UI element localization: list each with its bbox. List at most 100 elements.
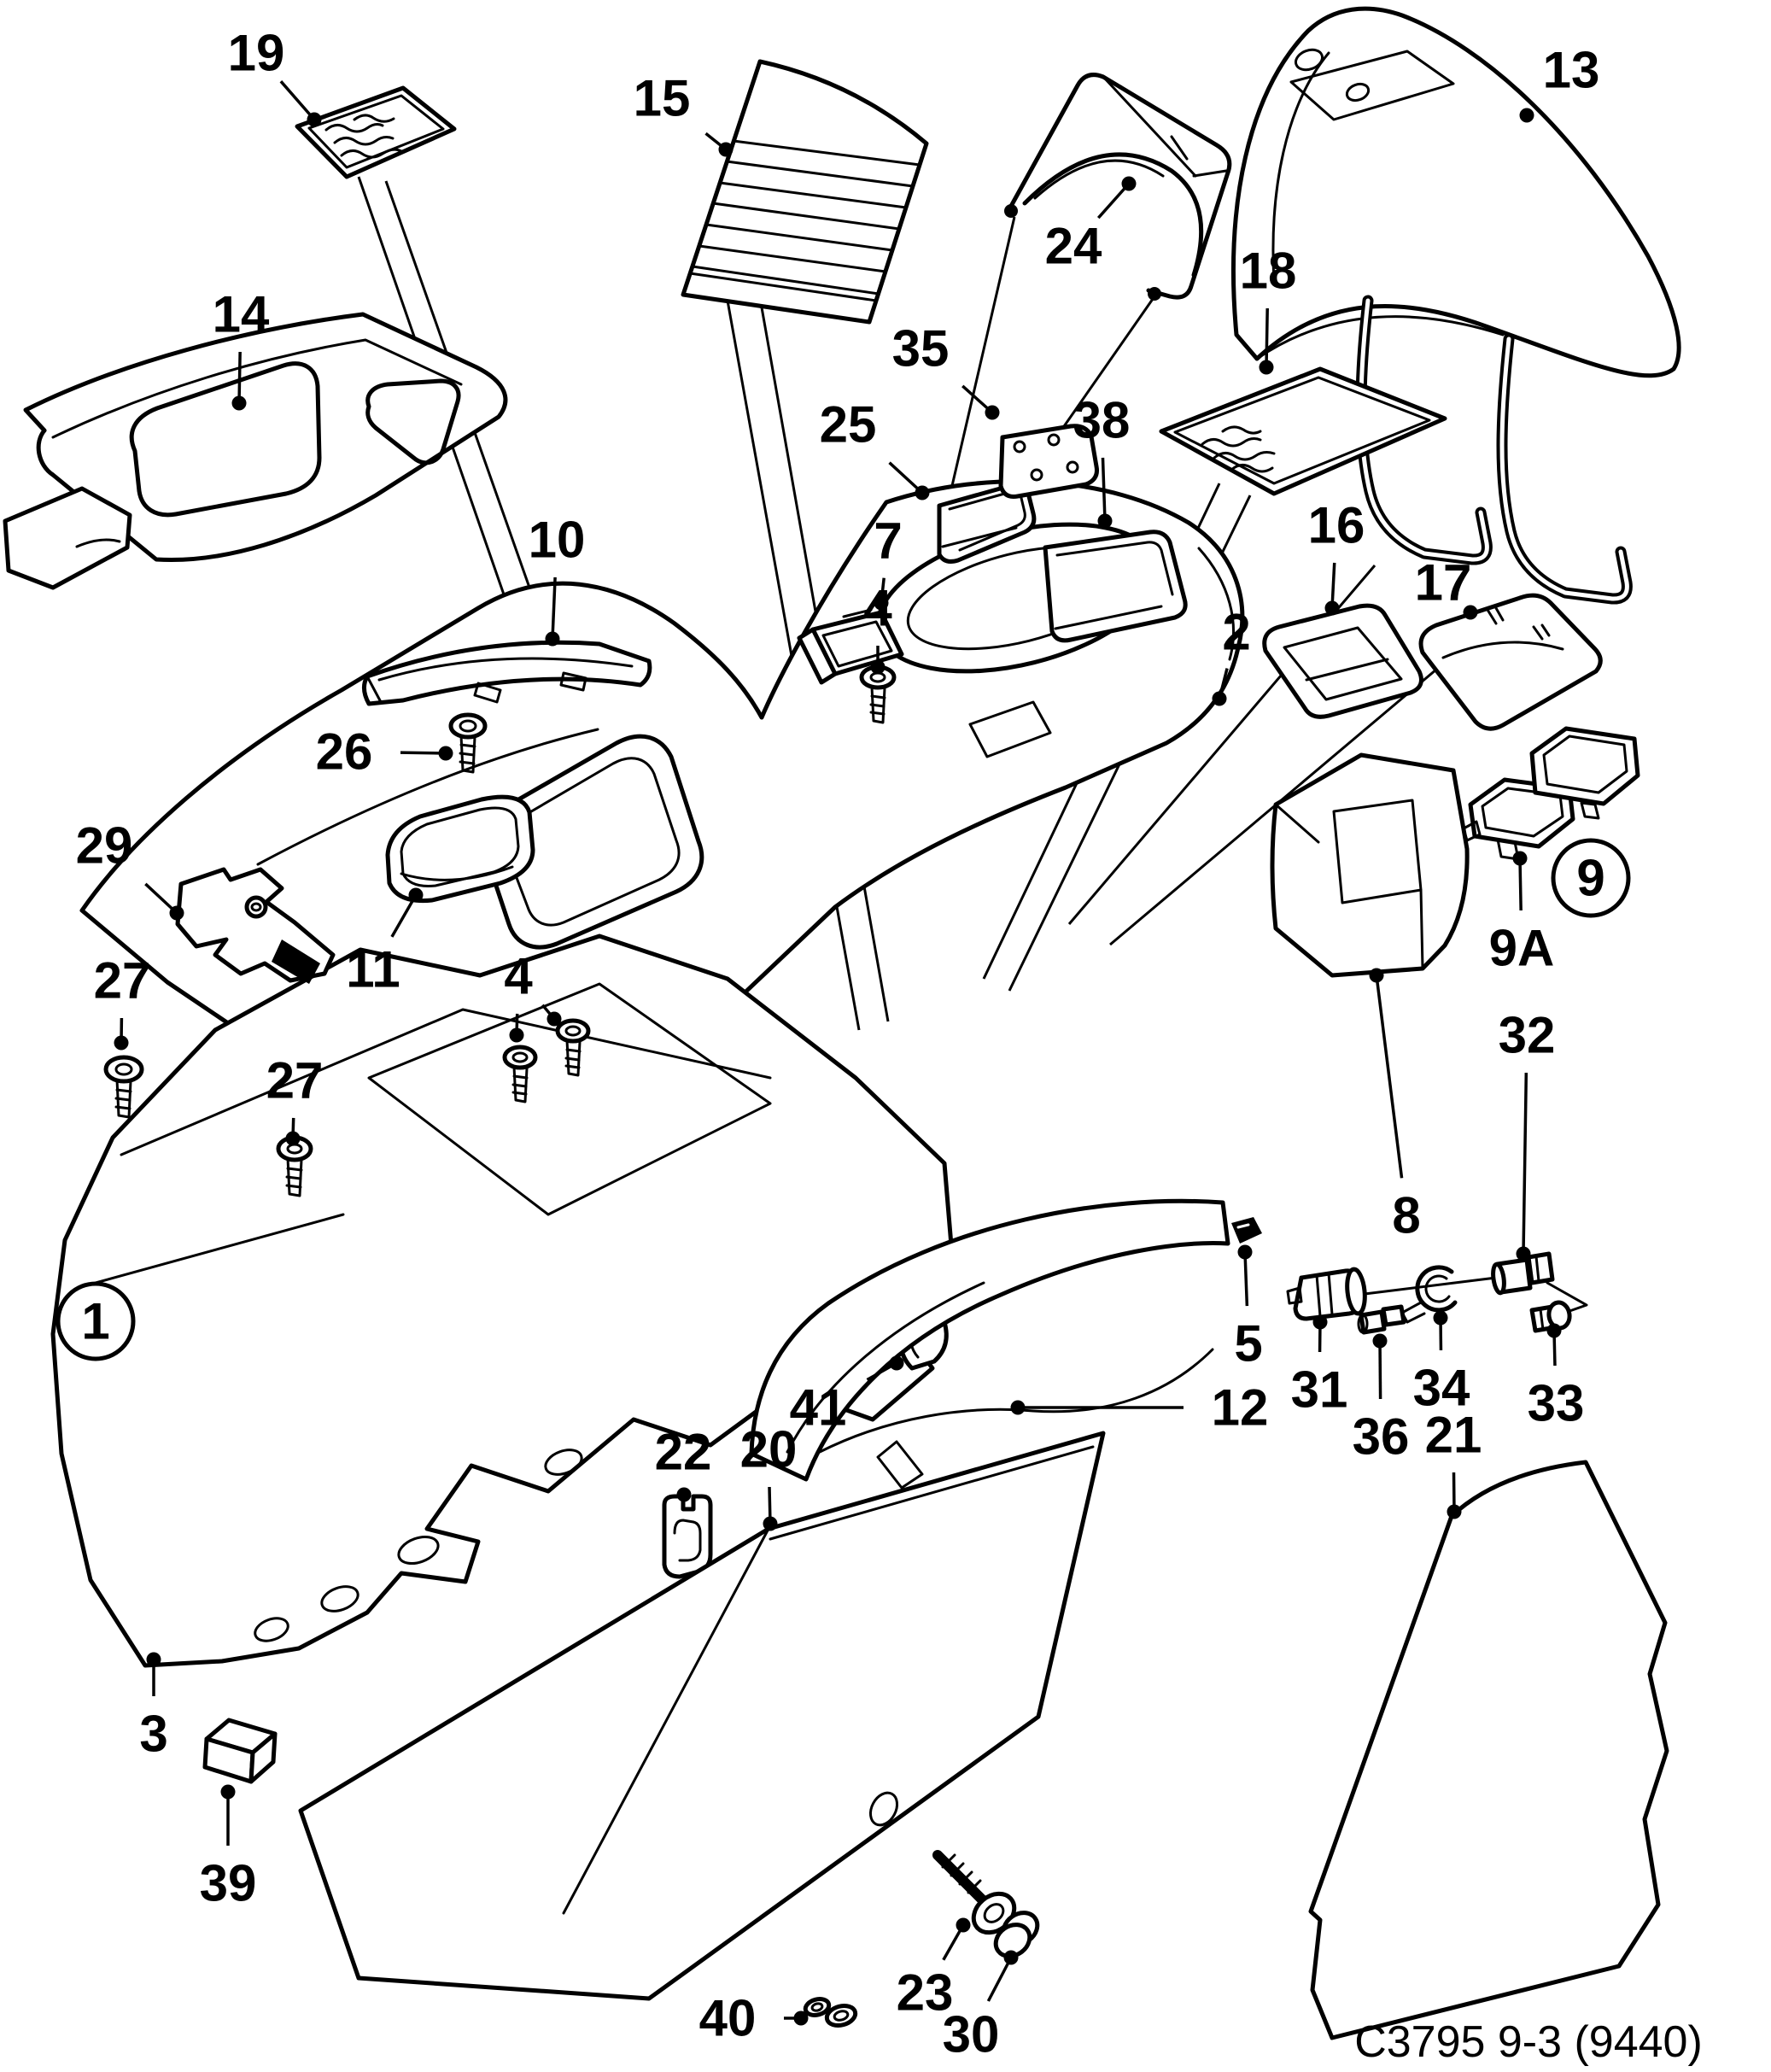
part-30-cap — [993, 1911, 1040, 1958]
callout-number-35: 35 — [892, 320, 950, 378]
callout-number-9: 9 — [1576, 850, 1604, 907]
part-9-holder — [1529, 726, 1640, 820]
part-18-pad — [1159, 366, 1447, 496]
callout-29: 29 — [76, 817, 184, 921]
leader-dot-40 — [793, 2011, 809, 2026]
callout-38: 38 — [1073, 392, 1131, 529]
callout-8: 8 — [1369, 968, 1421, 1244]
leader-dot-36 — [1372, 1333, 1388, 1349]
callout-7: 7 — [874, 512, 903, 611]
callout-5: 5 — [1234, 1244, 1263, 1373]
part-35-plate — [998, 424, 1099, 499]
part-10-lid-strip — [362, 640, 652, 706]
leader-dot-21 — [1447, 1504, 1462, 1519]
leader-line-25 — [888, 461, 924, 495]
callout-10: 10 — [529, 512, 586, 647]
part-13-rear-panel — [1231, 6, 1681, 605]
callout-20: 20 — [740, 1421, 798, 1531]
leader-dot-29 — [169, 905, 184, 921]
callout-number-29: 29 — [76, 817, 133, 875]
leader-dot-18 — [1259, 360, 1274, 375]
leader-dot-26 — [438, 746, 453, 761]
callout-12: 12 — [1010, 1379, 1268, 1437]
part-36-bulb-holder — [1357, 1304, 1406, 1335]
callout-number-32: 32 — [1499, 1007, 1556, 1064]
leader-dot-7 — [874, 595, 889, 611]
callout-15: 15 — [634, 70, 734, 157]
callout-3: 3 — [139, 1652, 168, 1763]
leader-dot-14 — [231, 395, 247, 411]
callout-number-15: 15 — [634, 70, 691, 127]
callout-30: 30 — [943, 1950, 1019, 2063]
leader-dot-11 — [408, 887, 424, 903]
callout-number-10: 10 — [529, 512, 586, 569]
leader-dot-39 — [220, 1784, 236, 1800]
leader-dot-34 — [1433, 1310, 1448, 1326]
callout-31: 31 — [1291, 1314, 1347, 1419]
part-5-clip — [1231, 1217, 1262, 1244]
callout-number-41: 41 — [790, 1379, 847, 1437]
leader-dot-16 — [1324, 600, 1340, 616]
callout-number-39: 39 — [200, 1855, 257, 1912]
callout-number-33: 33 — [1528, 1375, 1585, 1432]
callout-16: 16 — [1308, 497, 1365, 616]
part-20-lower-panel — [298, 1431, 1106, 2001]
callout-19: 19 — [228, 25, 322, 127]
callout-number-8: 8 — [1392, 1187, 1420, 1244]
callout-40: 40 — [699, 1990, 809, 2047]
leader-dot-5 — [1237, 1244, 1253, 1260]
leader-dot-12 — [1010, 1400, 1026, 1415]
callout-number-24: 24 — [1045, 218, 1102, 275]
callout-number-17: 17 — [1415, 554, 1472, 612]
callout-35: 35 — [892, 320, 1000, 420]
part-14-trim-panel — [3, 312, 508, 590]
callout-32: 32 — [1499, 1007, 1556, 1261]
callout-23: 23 — [897, 1917, 971, 2022]
leader-line-9A — [1518, 857, 1523, 911]
leader-dot-22 — [676, 1487, 692, 1502]
callout-number-27: 27 — [94, 952, 151, 1010]
callout-number-14: 14 — [213, 286, 270, 343]
leader-dot-38 — [1097, 513, 1113, 529]
part-16-air-duct — [1262, 603, 1423, 719]
leader-dot-30 — [1003, 1950, 1019, 1965]
callout-circle-1 — [56, 1281, 136, 1361]
callout-number-23: 23 — [897, 1964, 954, 2022]
part-17-armrest-lid — [1418, 593, 1603, 731]
callout-9A: 9A — [1489, 851, 1554, 977]
callout-number-7: 7 — [874, 512, 902, 570]
callout-1: 1 — [56, 1281, 136, 1361]
leader-dot-3 — [146, 1652, 161, 1667]
callout-25: 25 — [820, 396, 930, 500]
callout-number-3: 3 — [139, 1706, 167, 1763]
callout-number-20: 20 — [740, 1421, 798, 1478]
leader-line-36 — [1378, 1340, 1382, 1400]
callout-number-16: 16 — [1308, 497, 1365, 554]
callout-circle-9 — [1551, 838, 1631, 918]
callout-41: 41 — [790, 1355, 904, 1437]
part-38-cover — [1043, 530, 1188, 643]
part-4-screw-left-1 — [502, 1045, 538, 1103]
callout-number-27: 27 — [266, 1052, 324, 1109]
callout-21: 21 — [1425, 1407, 1482, 1519]
callout-18: 18 — [1240, 243, 1296, 375]
part-7-clip-housing — [797, 608, 904, 685]
leader-dot-15 — [718, 142, 734, 157]
callout-number-25: 25 — [820, 396, 877, 454]
part-27-screw-a — [103, 1055, 144, 1119]
leader-dot-4 — [509, 1027, 524, 1043]
leader-line-11 — [390, 894, 418, 938]
callout-4: 4 — [504, 948, 562, 1043]
callout-number-38: 38 — [1073, 392, 1131, 449]
callout-number-1: 1 — [81, 1293, 109, 1350]
callout-26: 26 — [316, 723, 453, 781]
callout-number-13: 13 — [1543, 42, 1600, 99]
callout-36: 36 — [1353, 1333, 1409, 1466]
leader-dot-13 — [1519, 108, 1534, 123]
part-39-box — [202, 1718, 278, 1784]
leader-dot-8 — [1369, 968, 1384, 983]
part-21-side-panel — [1308, 1460, 1669, 2040]
leader-dot-9A — [1512, 851, 1528, 866]
